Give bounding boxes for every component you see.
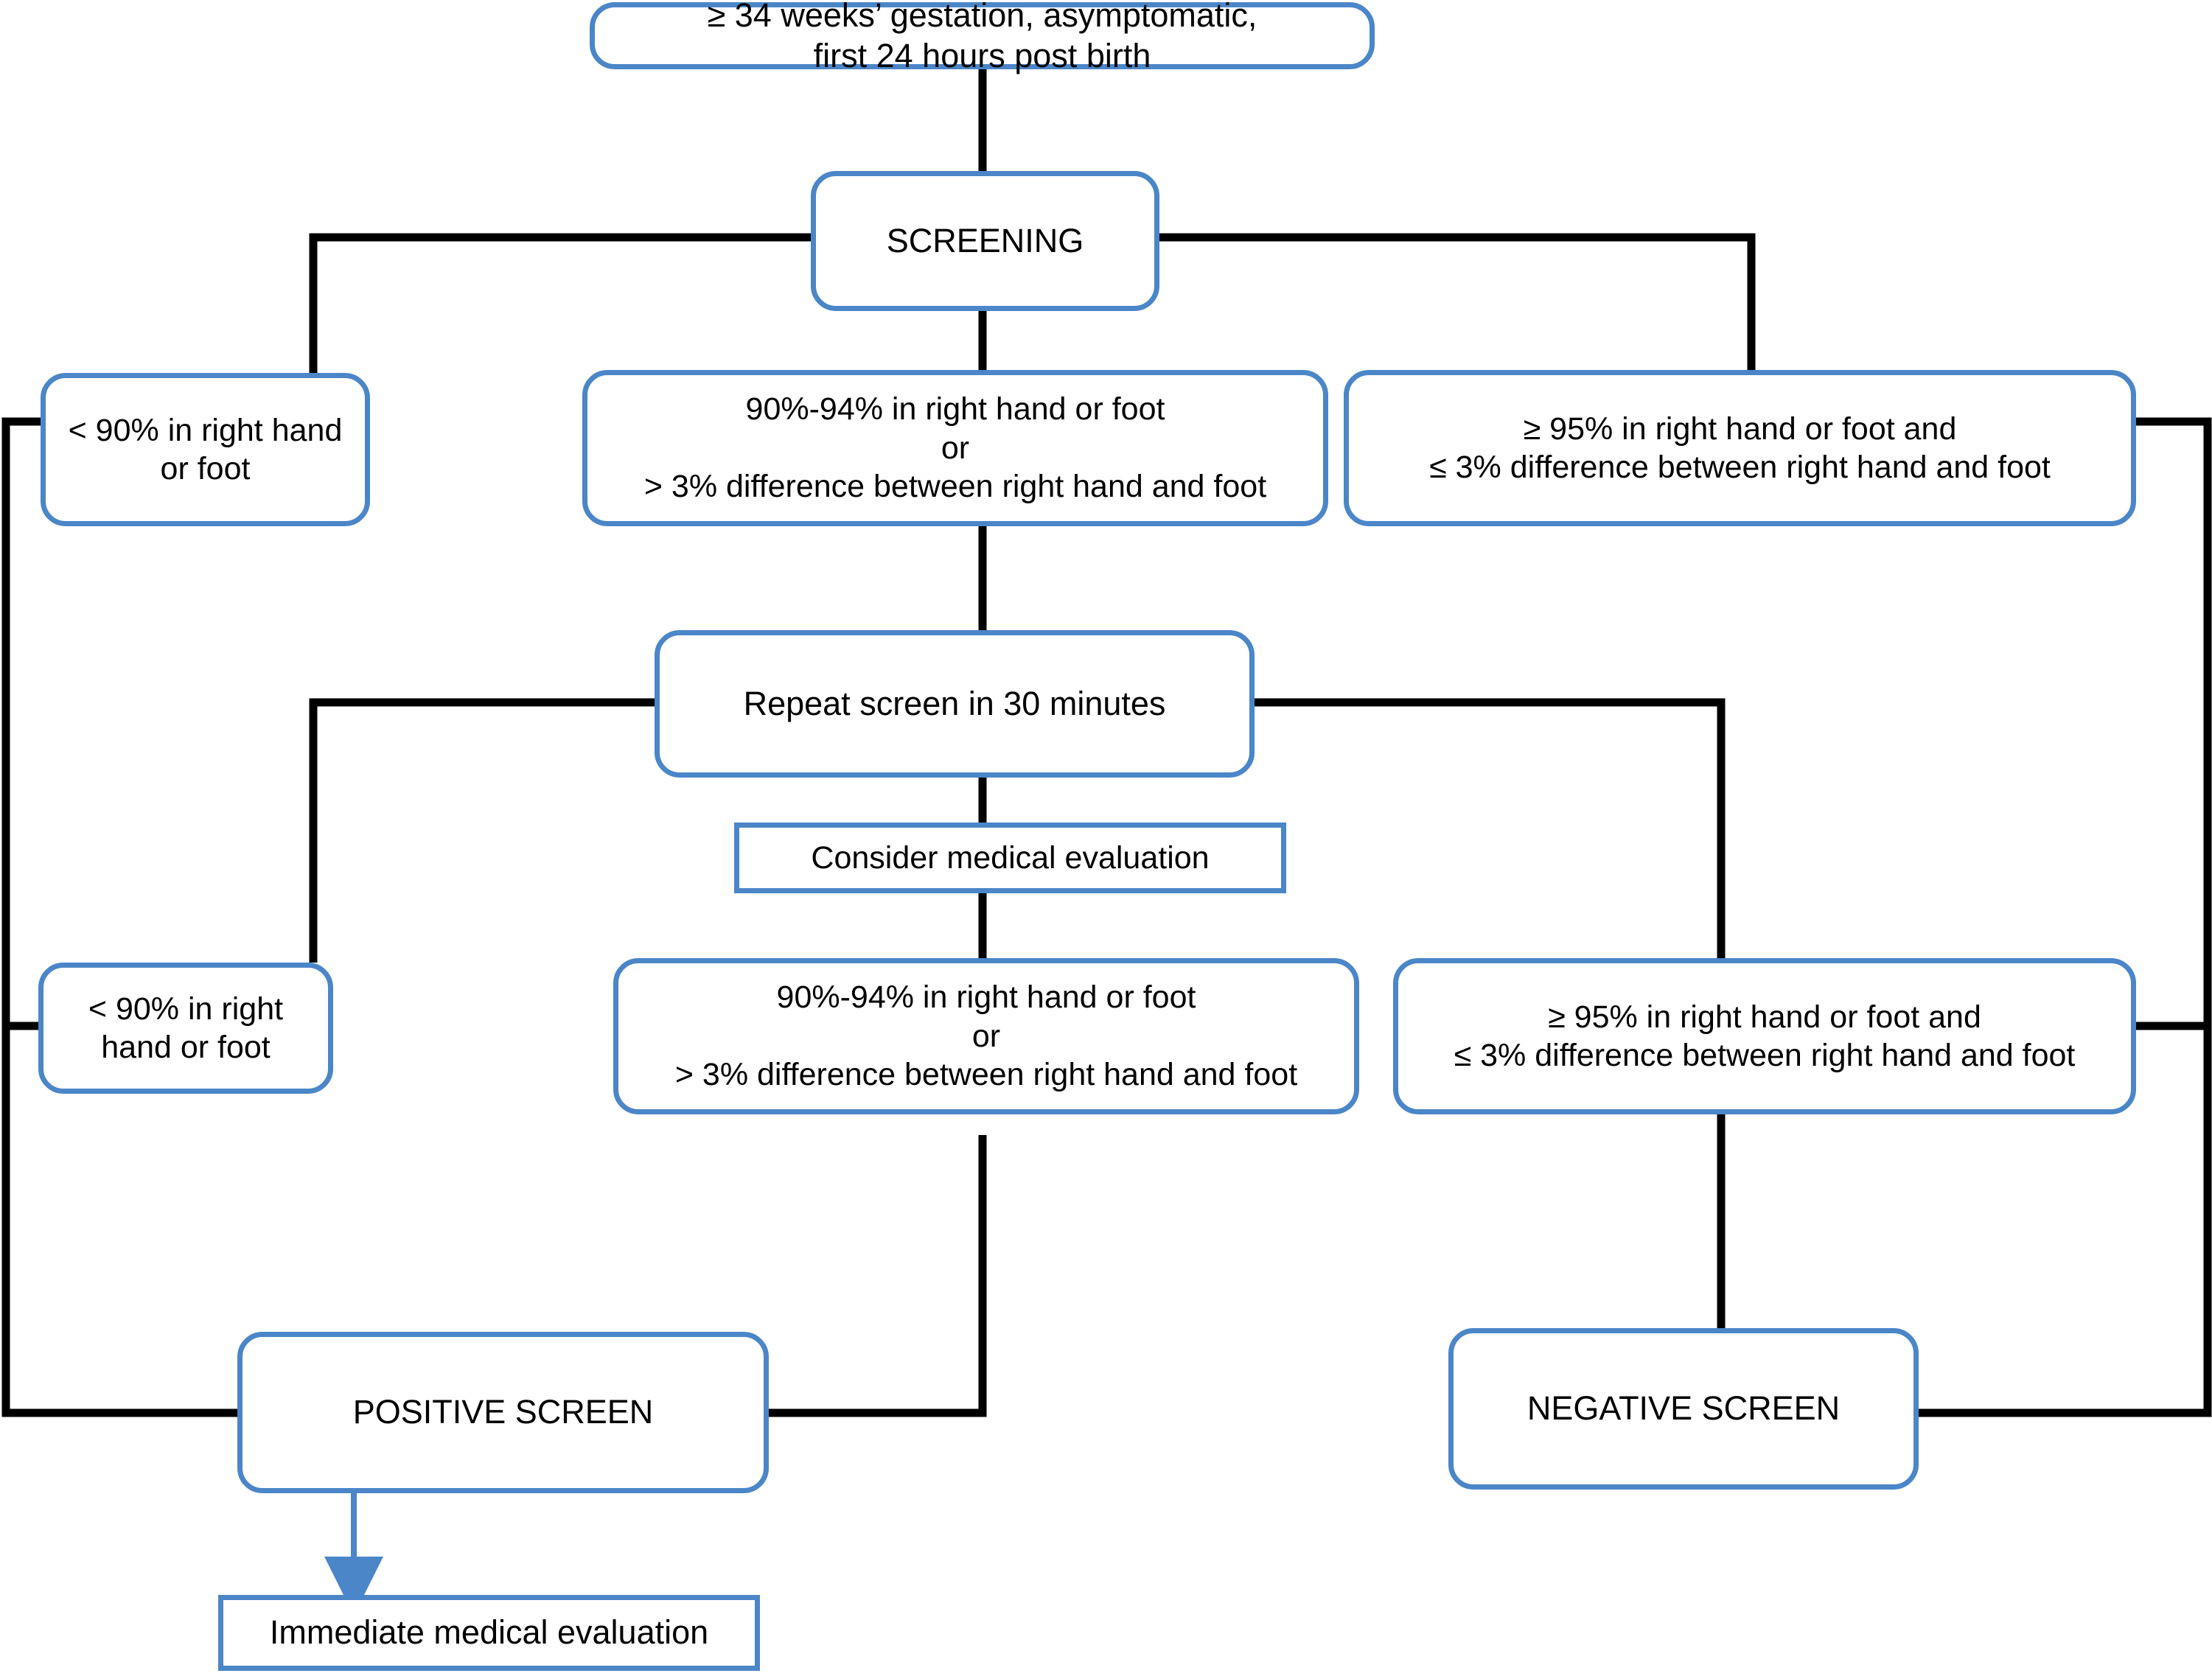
second-screen-borderline-box[interactable]: 90%-94% in right hand or foot or > 3% di… xyxy=(613,958,1359,1114)
second-screen-low-label: < 90% in right hand or foot xyxy=(88,991,284,1065)
first-screen-borderline-box[interactable]: 90%-94% in right hand or foot or > 3% di… xyxy=(582,370,1328,526)
negative-screen-box[interactable]: NEGATIVE SCREEN xyxy=(1448,1328,1919,1490)
immediate-medical-evaluation-label: Immediate medical evaluation xyxy=(269,1613,709,1652)
first-screen-pass-box[interactable]: ≥ 95% in right hand or foot and ≤ 3% dif… xyxy=(1344,370,2136,526)
repeat-screen-label: Repeat screen in 30 minutes xyxy=(743,684,1166,722)
screening-label: SCREENING xyxy=(886,221,1084,259)
second-screen-pass-label: ≥ 95% in right hand or foot and ≤ 3% dif… xyxy=(1454,999,2076,1073)
first-screen-pass-label: ≥ 95% in right hand or foot and ≤ 3% dif… xyxy=(1429,411,2051,485)
second-screen-pass-box[interactable]: ≥ 95% in right hand or foot and ≤ 3% dif… xyxy=(1393,958,2136,1114)
wire-screening-to-branch1-high xyxy=(1159,233,1756,373)
positive-screen-box[interactable]: POSITIVE SCREEN xyxy=(237,1332,769,1493)
negative-screen-label: NEGATIVE SCREEN xyxy=(1527,1389,1841,1428)
first-screen-low-label: < 90% in right hand or foot xyxy=(68,412,343,486)
wire-branch2-mid-to-positive xyxy=(769,1135,987,1417)
entry-criteria-box[interactable]: ≥ 34 weeks’ gestation, asymptomatic, fir… xyxy=(590,0,1375,74)
wire-right-rail-to-negative xyxy=(1919,417,2212,1417)
screening-box[interactable]: SCREENING xyxy=(811,171,1159,311)
consider-medical-evaluation-label: Consider medical evaluation xyxy=(811,839,1210,876)
consider-medical-evaluation-box[interactable]: Consider medical evaluation xyxy=(734,823,1286,893)
wire-repeat-to-branch2-low xyxy=(309,698,655,963)
second-screen-low-box[interactable]: < 90% in right hand or foot xyxy=(38,963,333,1094)
entry-criteria-label: ≥ 34 weeks’ gestation, asymptomatic, fir… xyxy=(707,0,1257,74)
immediate-medical-evaluation-box[interactable]: Immediate medical evaluation xyxy=(218,1595,760,1671)
wire-left-rail-to-positive xyxy=(1,417,237,1417)
second-screen-borderline-label: 90%-94% in right hand or foot or > 3% di… xyxy=(674,980,1298,1093)
first-screen-borderline-label: 90%-94% in right hand or foot or > 3% di… xyxy=(643,391,1267,505)
repeat-screen-box[interactable]: Repeat screen in 30 minutes xyxy=(655,630,1255,778)
first-screen-low-box[interactable]: < 90% in right hand or foot xyxy=(41,373,370,526)
wire-screening-to-branch1-low xyxy=(309,233,811,373)
positive-screen-label: POSITIVE SCREEN xyxy=(352,1393,654,1431)
